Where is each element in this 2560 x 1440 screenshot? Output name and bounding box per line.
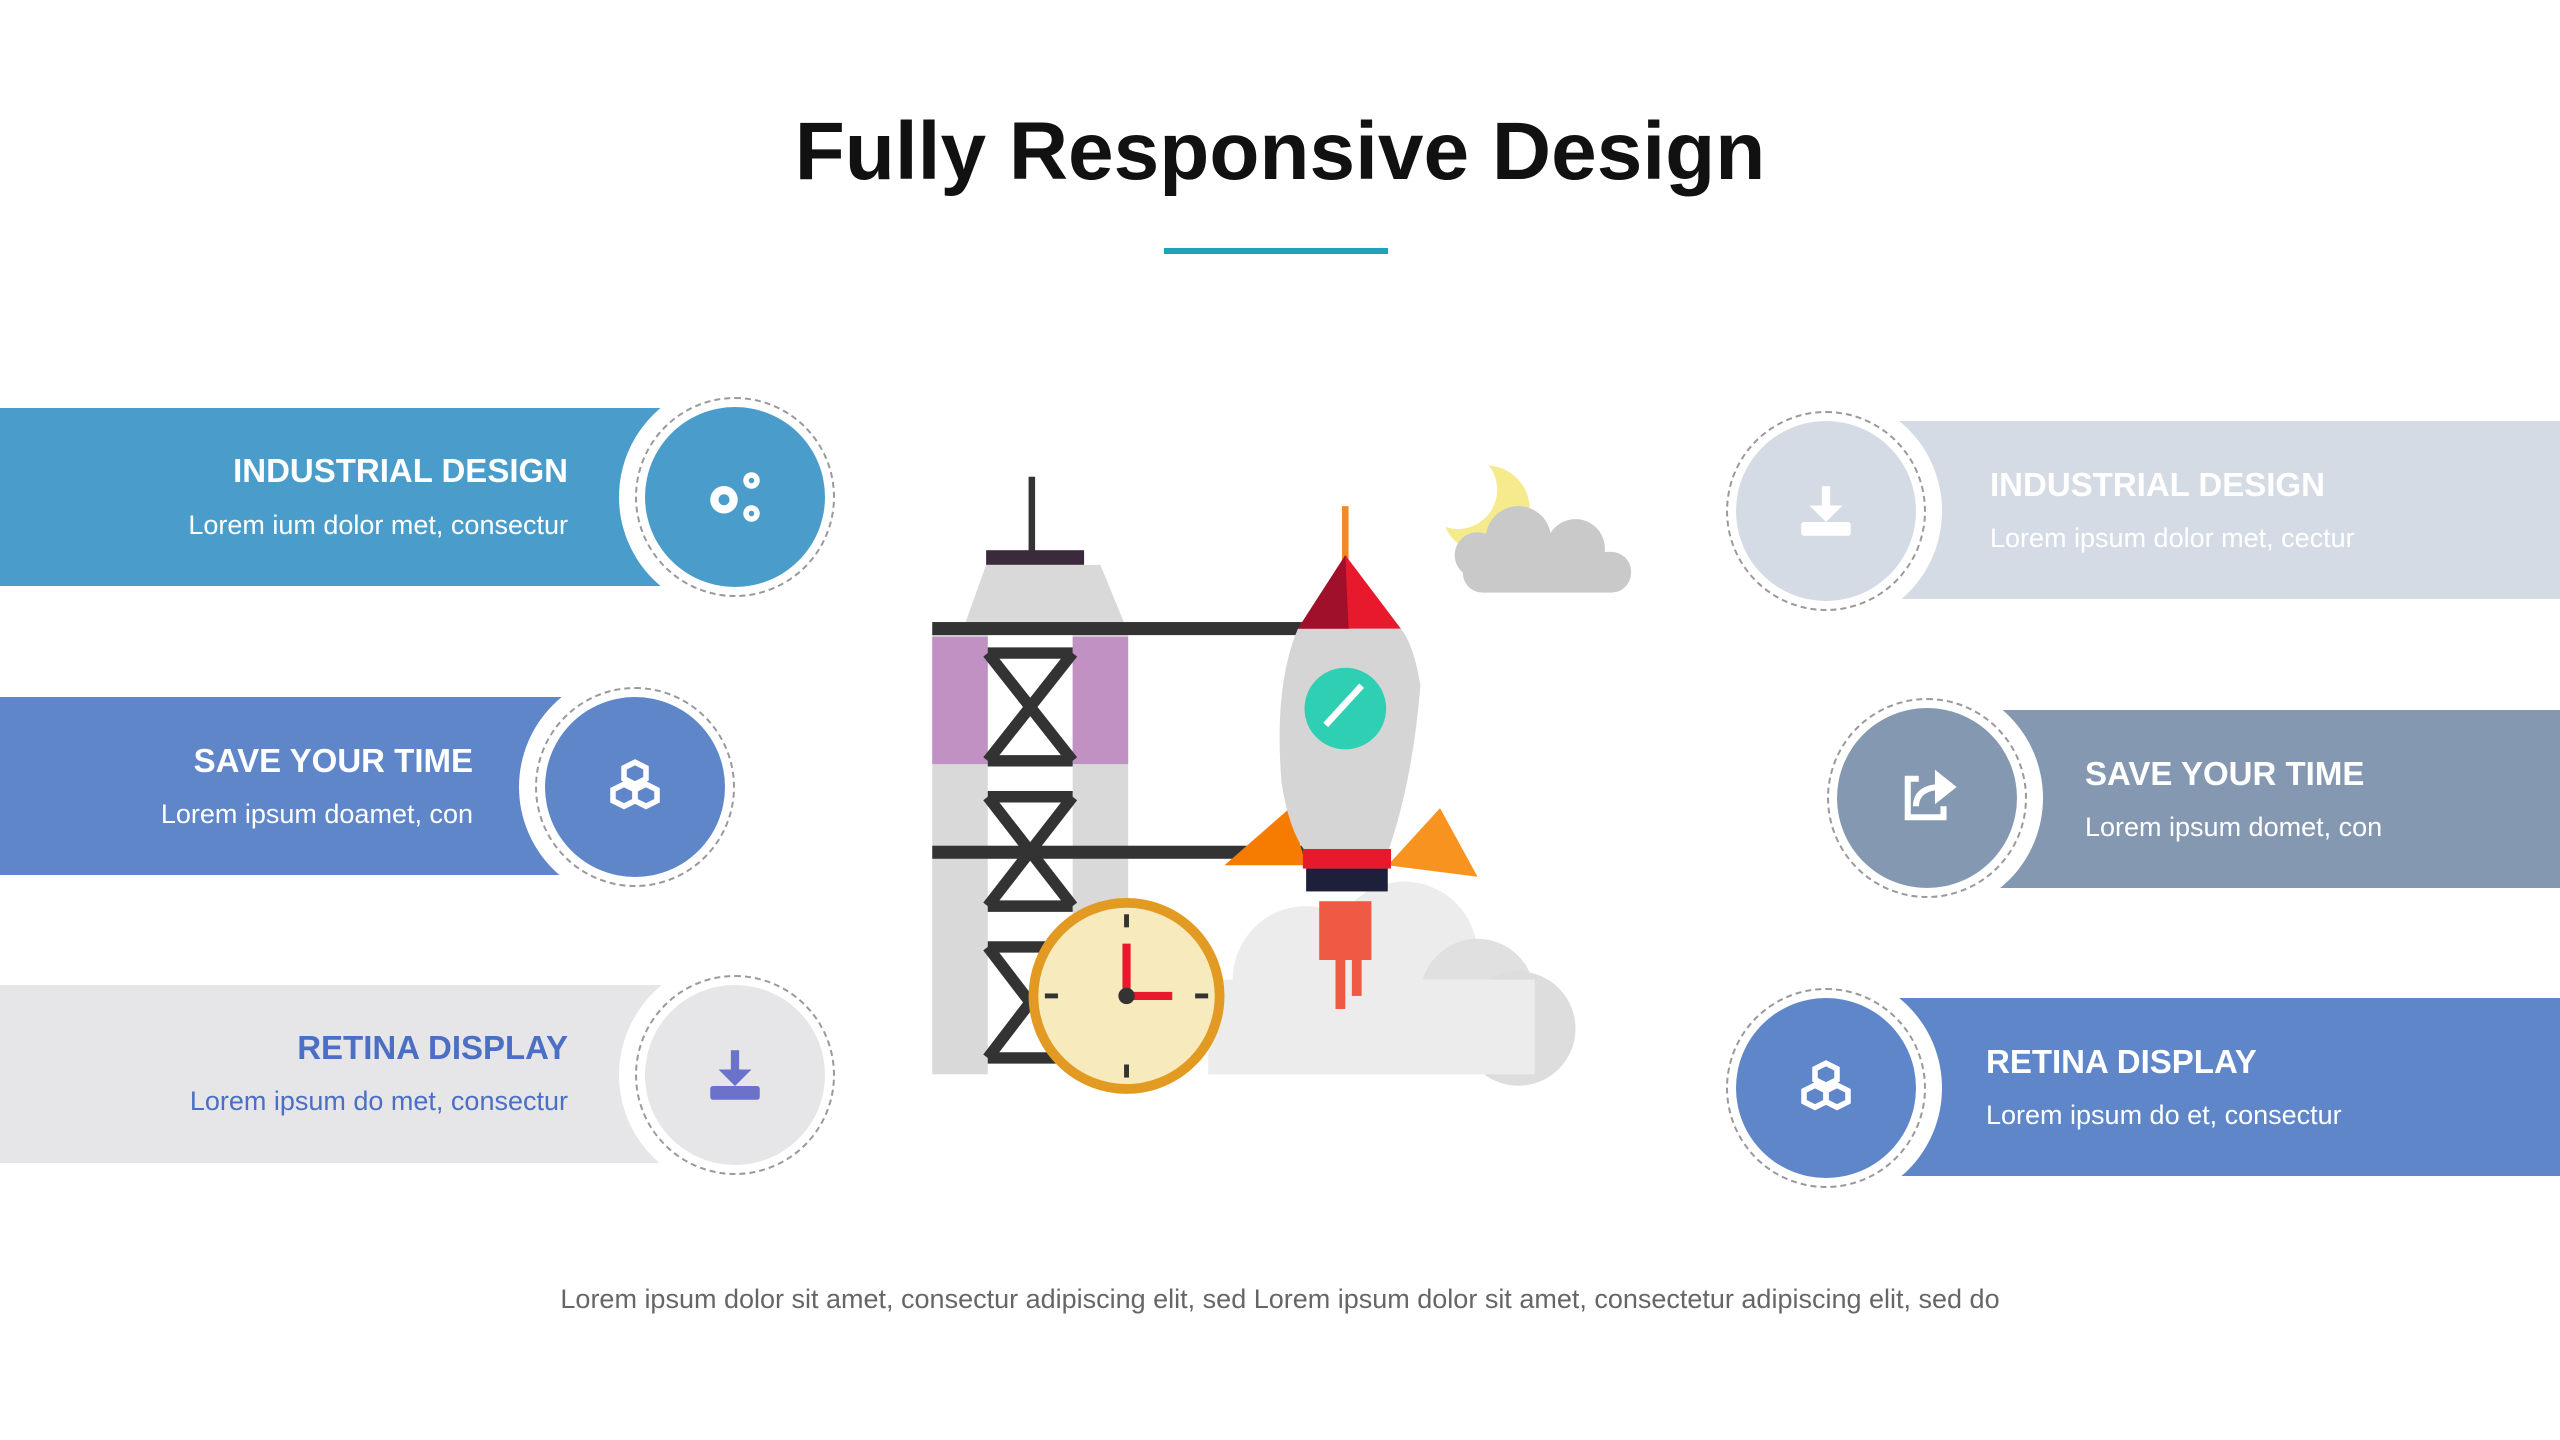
dashed-ring: [1827, 698, 2027, 898]
dashed-ring: [635, 975, 835, 1175]
feature-banner: [1960, 710, 2560, 888]
rocket-icon: [1224, 506, 1478, 1009]
footer-text: Lorem ipsum dolor sit amet, consectur ad…: [560, 1284, 2000, 1314]
feature-title: INDUSTRIAL DESIGN: [1990, 466, 2325, 503]
feature-title: SAVE YOUR TIME: [193, 742, 473, 779]
gears-icon: [645, 407, 825, 587]
cubes-icon: [545, 697, 725, 877]
feature-text: Lorem ium dolor met, consectur: [188, 510, 568, 540]
feature-title: INDUSTRIAL DESIGN: [233, 452, 568, 489]
feature-banner: [1860, 998, 2560, 1176]
feature-title: RETINA DISPLAY: [297, 1029, 568, 1066]
cubes-icon: [1736, 998, 1916, 1178]
dashed-ring: [1726, 988, 1926, 1188]
feature-text: Lorem ipsum domet, con: [2085, 812, 2383, 842]
feature-banner: [1860, 421, 2560, 599]
download-icon: [1736, 421, 1916, 601]
cloud-back-icon: [1208, 881, 1576, 1086]
feature-banner: [0, 697, 600, 875]
dashed-ring: [535, 687, 735, 887]
feature-text: Lorem ipsum dolor met, cectur: [1990, 523, 2355, 553]
moon-cloud-icon: [1418, 450, 1632, 593]
feature-text: Lorem ipsum do et, consectur: [1986, 1100, 2342, 1130]
dashed-ring: [635, 397, 835, 597]
feature-banner: [0, 408, 700, 586]
share-icon: [1837, 708, 2017, 888]
page-title: Fully Responsive Design: [794, 106, 1766, 197]
dashed-ring: [1726, 411, 1926, 611]
feature-text: Lorem ipsum do met, consectur: [189, 1086, 568, 1116]
clock-icon: [1028, 897, 1225, 1094]
tower-icon: [932, 476, 1351, 1075]
feature-title: SAVE YOUR TIME: [2085, 755, 2365, 792]
feature-text: Lorem ipsum doamet, con: [160, 799, 473, 829]
title-underline: [1164, 248, 1388, 254]
download-icon: [645, 985, 825, 1165]
feature-title: RETINA DISPLAY: [1986, 1043, 2257, 1080]
feature-banner: [0, 985, 700, 1163]
